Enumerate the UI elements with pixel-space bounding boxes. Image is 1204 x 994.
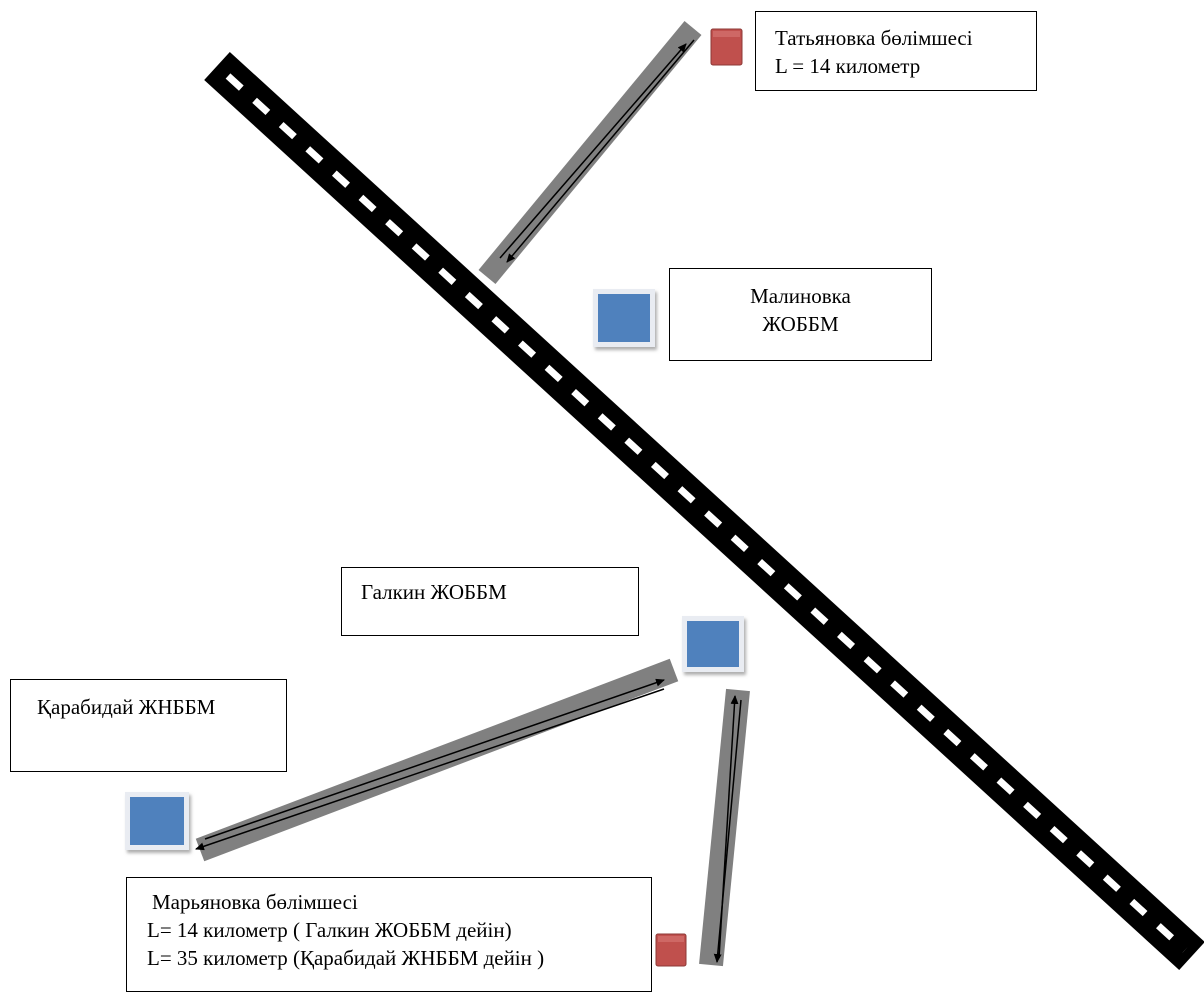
route-arrow-line xyxy=(506,39,695,263)
tatyanovka-branch-marker xyxy=(710,28,743,66)
road-centerline-dashes xyxy=(225,73,1188,953)
malinovka-school-type: ЖОББМ xyxy=(762,312,839,336)
maryanovka-branch-marker xyxy=(655,933,687,967)
galkin-label-box: Галкин ЖОББМ xyxy=(341,567,639,636)
maryanovka-distance-karabiday: L= 35 километр (Қарабидай ЖНББМ дейін ) xyxy=(147,946,545,970)
route-tatyanovka-malinovka xyxy=(478,20,702,285)
route-galkin-karabiday xyxy=(195,658,679,862)
tatyanovka-title: Татьяновка бөлімшесі xyxy=(775,26,973,50)
malinovka-school-marker xyxy=(593,289,655,347)
maryanovka-label-box: Марьяновка бөлімшесі L= 14 километр ( Га… xyxy=(126,877,652,992)
maryanovka-title: Марьяновка бөлімшесі xyxy=(152,890,358,914)
route-arrow-line xyxy=(499,43,687,259)
malinovka-label-box: Малиновка ЖОББМ xyxy=(669,268,932,361)
route-arrow-line xyxy=(713,699,742,963)
karabiday-label-box: Қарабидай ЖНББМ xyxy=(10,679,287,772)
tatyanovka-distance: L = 14 километр xyxy=(775,54,921,78)
karabiday-school-marker xyxy=(125,792,189,850)
karabiday-title: Қарабидай ЖНББМ xyxy=(37,695,216,719)
route-arrow-line xyxy=(195,688,665,851)
highway-road xyxy=(204,51,1204,971)
route-band xyxy=(478,20,702,285)
galkin-school-marker xyxy=(682,616,744,672)
route-band xyxy=(699,688,750,967)
route-arrow-line xyxy=(204,678,665,840)
route-maryanovka-galkin xyxy=(699,688,750,967)
malinovka-title: Малиновка xyxy=(750,284,851,308)
maryanovka-distance-galkin: L= 14 километр ( Галкин ЖОББМ дейін) xyxy=(147,918,512,942)
galkin-title: Галкин ЖОББМ xyxy=(361,580,507,604)
tatyanovka-label-box: Татьяновка бөлімшесі L = 14 километр xyxy=(755,11,1037,91)
